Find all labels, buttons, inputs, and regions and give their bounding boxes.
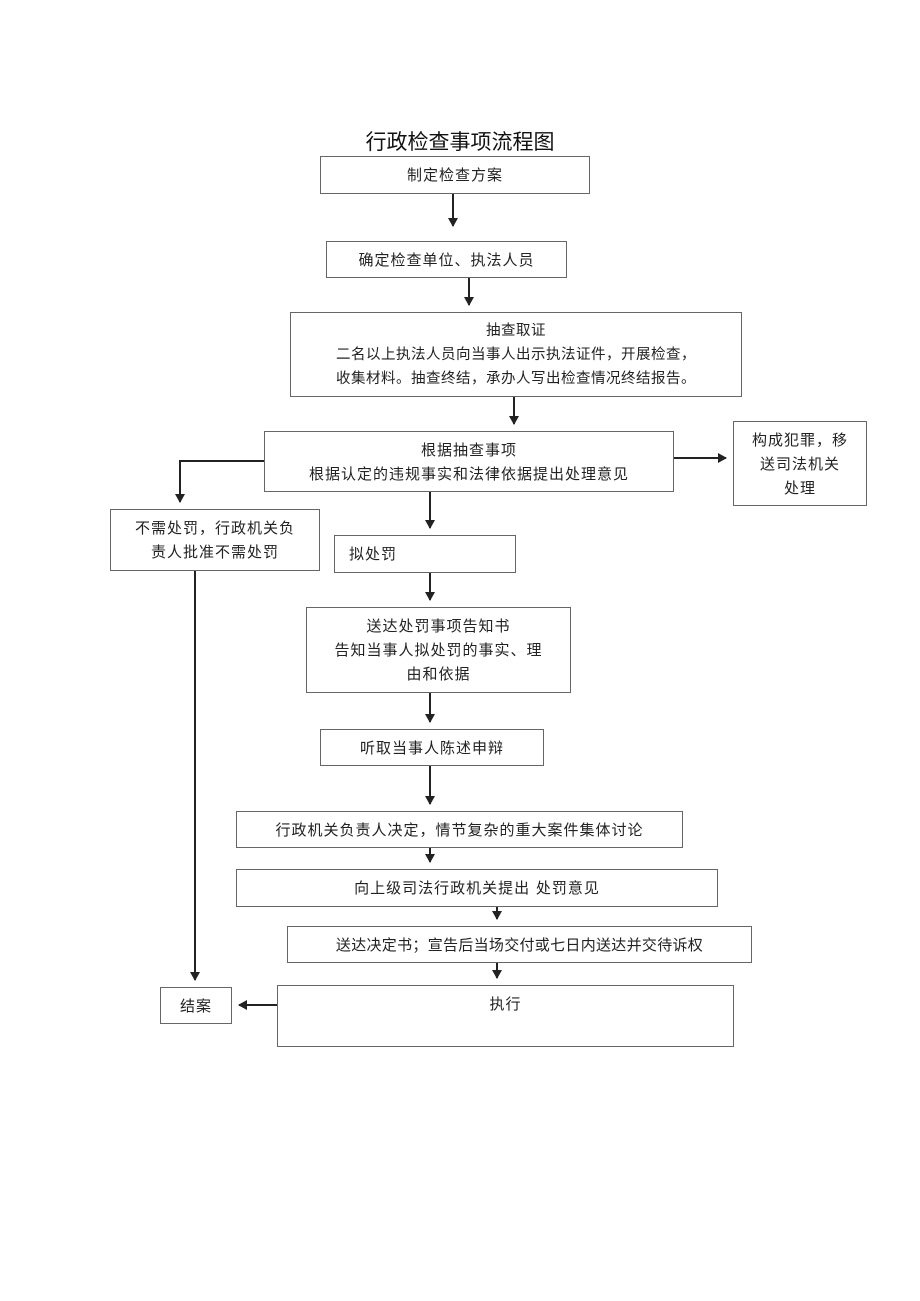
node-decide: 行政机关负责人决定，情节复杂的重大案件集体讨论 [236,811,683,848]
node-close: 结案 [160,987,232,1024]
node-hearing-line-1: 听取当事人陈述申辩 [359,738,504,757]
node-propose-penalty: 拟处罚 [334,535,516,573]
node-crime-line-3: 处理 [783,478,816,497]
node-sampling: 抽查取证 二名以上执法人员向当事人出示执法证件，开展检查， 收集材料。抽查终结，… [290,312,742,397]
node-hearing: 听取当事人陈述申辩 [320,729,544,766]
node-basis-line-2: 根据认定的违规事实和法律依据提出处理意见 [308,464,629,483]
node-crime: 构成犯罪，移 送司法机关 处理 [733,421,867,506]
node-superior-line-1: 向上级司法行政机关提出 处罚意见 [354,879,600,897]
node-notice: 送达处罚事项告知书 告知当事人拟处罚的事实、理 由和依据 [306,607,571,693]
node-deliver-line-1: 送达决定书；宣告后当场交付或七日内送达并交待诉权 [335,935,704,954]
node-superior: 向上级司法行政机关提出 处罚意见 [236,869,718,907]
node-close-line-1: 结案 [179,996,212,1015]
page-title: 行政检查事项流程图 [365,130,555,154]
node-confirm-line-1: 确定检查单位、执法人员 [358,250,535,269]
arrow-basis-to-no-penalty [175,460,264,503]
node-basis-line-1: 根据抽查事项 [420,440,517,459]
node-no-penalty-line-2: 责人批准不需处罚 [150,543,279,561]
node-execute-line-1: 执行 [489,995,522,1013]
node-execute: 执行 [277,985,734,1047]
node-sampling-line-1: 抽查取证 [486,322,546,339]
node-sampling-line-3: 收集材料。抽查终结，承办人写出检查情况终结报告。 [336,370,696,387]
node-decide-line-1: 行政机关负责人决定，情节复杂的重大案件集体讨论 [275,820,644,839]
node-no-penalty-line-1: 不需处罚，行政机关负 [134,519,295,537]
node-notice-line-3: 由和依据 [406,665,471,683]
node-notice-line-2: 告知当事人拟处罚的事实、理 [334,641,543,659]
node-crime-line-1: 构成犯罪，移 [751,430,848,449]
node-notice-line-1: 送达处罚事项告知书 [366,617,511,635]
node-plan-line-1: 制定检查方案 [406,166,503,184]
node-confirm: 确定检查单位、执法人员 [326,241,567,278]
node-sampling-line-2: 二名以上执法人员向当事人出示执法证件，开展检查， [336,346,696,363]
node-no-penalty: 不需处罚，行政机关负 责人批准不需处罚 [110,509,320,571]
node-plan: 制定检查方案 [320,156,590,194]
node-propose-penalty-line-1: 拟处罚 [349,545,398,563]
node-deliver: 送达决定书；宣告后当场交付或七日内送达并交待诉权 [287,926,752,963]
node-crime-line-2: 送司法机关 [759,454,840,473]
node-basis: 根据抽查事项 根据认定的违规事实和法律依据提出处理意见 [264,431,674,492]
